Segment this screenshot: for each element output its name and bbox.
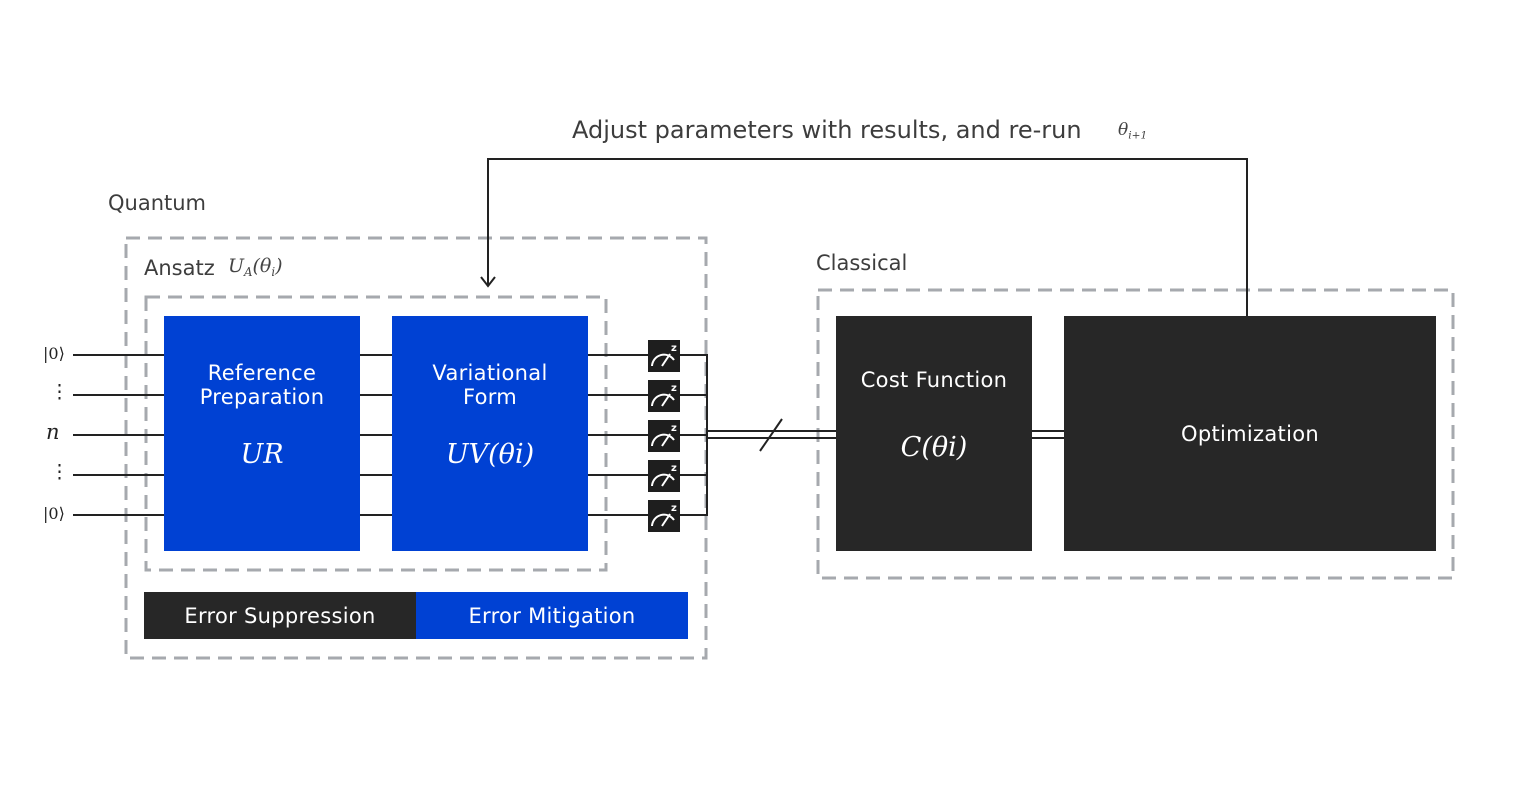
cost-function-symbol: C(θi) (900, 432, 968, 463)
optimization-title: Optimization (1181, 421, 1319, 446)
qubit-ellipsis-2: ⋮ (50, 461, 69, 483)
svg-text:z: z (671, 383, 677, 394)
reference-preparation-block: Reference Preparation UR (164, 316, 360, 551)
measurement-meter-icon: z (648, 340, 680, 372)
quantum-group-border (124, 236, 708, 660)
feedback-label: Adjust parameters with results, and re-r… (572, 116, 1082, 144)
measurement-meter-icon: z (648, 500, 680, 532)
error-suppression-bar: Error Suppression (144, 592, 416, 639)
feedback-param: θi+1 (1118, 120, 1148, 142)
measurement-meter-icon: z (648, 460, 680, 492)
qubit-label-bottom: |0⟩ (43, 504, 65, 523)
svg-text:z: z (671, 423, 677, 434)
svg-text:z: z (671, 463, 677, 474)
reference-title-2: Preparation (199, 385, 325, 409)
measurement-meter-icon: z (648, 380, 680, 412)
optimization-block: Optimization (1064, 316, 1436, 551)
qubit-ellipsis-1: ⋮ (50, 381, 69, 403)
error-mitigation-bar: Error Mitigation (416, 592, 688, 639)
classical-group-border (816, 288, 1455, 580)
feedback-arrow (480, 158, 1248, 316)
svg-text:z: z (671, 343, 677, 354)
qubit-label-top: |0⟩ (43, 344, 65, 363)
variational-form-block: Variational Form UV(θi) (392, 316, 588, 551)
variational-title-1: Variational (432, 361, 548, 385)
variational-title-2: Form (462, 385, 518, 409)
svg-text:z: z (671, 503, 677, 514)
ansatz-symbol: UA(θi) (228, 255, 283, 280)
quantum-label: Quantum (108, 191, 207, 215)
cost-function-title: Cost Function (860, 368, 1008, 392)
reference-title-1: Reference (207, 361, 317, 385)
measurement-meter-icon: z (648, 420, 680, 452)
classical-label: Classical (816, 251, 908, 275)
cost-function-block: Cost Function C(θi) (836, 316, 1032, 551)
variational-symbol: UV(θi) (445, 439, 535, 470)
reference-symbol: UR (240, 439, 284, 470)
classical-wires (707, 418, 1064, 452)
ansatz-label: Ansatz (144, 256, 215, 280)
qubit-count-n: n (46, 420, 60, 444)
ansatz-group-border (144, 295, 608, 572)
